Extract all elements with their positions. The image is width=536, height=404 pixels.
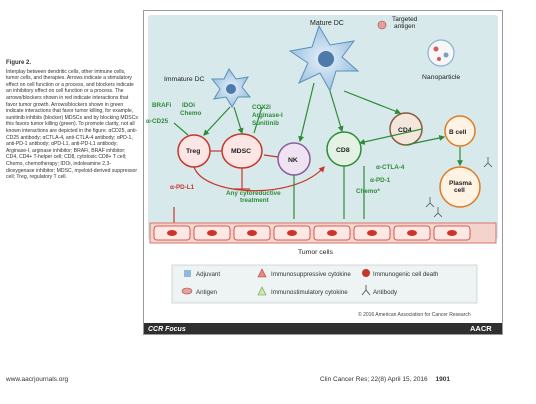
cd4-label: CD4 bbox=[398, 127, 412, 134]
green-interactions bbox=[173, 82, 463, 219]
citation-text: Clin Cancer Res; 22(8) April 15, 2016 bbox=[320, 376, 428, 383]
chemo-label: Chemo bbox=[180, 110, 201, 117]
legend-immunosuppressive: Immunosuppressive cytokine bbox=[271, 271, 351, 278]
figure-label: Figure 2. bbox=[6, 60, 32, 66]
nk-label: NK bbox=[288, 157, 298, 164]
brafi-label: BRAFi bbox=[152, 102, 171, 109]
journal-website[interactable]: www.aacrjournals.org bbox=[6, 376, 69, 383]
cd8-label: CD8 bbox=[336, 147, 350, 154]
legend-immunogenic-death: Immunogenic cell death bbox=[373, 271, 439, 278]
legend-immunosuppressive-icon bbox=[257, 268, 267, 278]
nanoparticle-label: Nanoparticle bbox=[422, 74, 460, 81]
legend-immunogenic-death-icon bbox=[362, 269, 370, 277]
a-pd1-label: α-PD-1 bbox=[370, 177, 391, 184]
legend: Adjuvant Immunosuppressive cytokine Immu… bbox=[171, 264, 478, 304]
immature-dc-label: Immature DC bbox=[164, 76, 205, 83]
tumor-cells-label: Tumor cells bbox=[298, 249, 333, 256]
chemo-star-label: Chemo* bbox=[356, 188, 380, 195]
legend-adjuvant-swatch bbox=[184, 270, 191, 277]
mature-dc bbox=[288, 24, 360, 93]
immature-dc bbox=[210, 68, 252, 108]
nanoparticle bbox=[427, 39, 455, 67]
legend-antibody-icon bbox=[361, 285, 371, 296]
legend-immunostimulatory-icon bbox=[257, 286, 267, 296]
caption-text: Interplay between dendritic cells, other… bbox=[6, 68, 138, 181]
arginase-label: Arginase-I bbox=[252, 112, 283, 119]
targeted-antigen-icon bbox=[377, 20, 387, 30]
b-cell bbox=[444, 115, 476, 147]
legend-immunostimulatory: Immunostimulatory cytokine bbox=[271, 289, 348, 296]
a-ctla4-label: α-CTLA-4 bbox=[376, 164, 405, 171]
antibody-icons bbox=[425, 157, 493, 218]
figure-footer-bar bbox=[144, 323, 502, 334]
aacr-logo: AACR bbox=[470, 324, 492, 333]
legend-antigen-icon bbox=[181, 287, 193, 295]
figure-caption: Figure 2. Interplay between dendritic ce… bbox=[6, 60, 138, 181]
legend-antigen: Antigen bbox=[196, 289, 218, 296]
a-cd25-label: α-CD25 bbox=[146, 118, 169, 125]
legend-antibody: Antibody bbox=[373, 289, 398, 296]
page-number: 1901 bbox=[435, 376, 450, 383]
red-interactions bbox=[173, 150, 325, 225]
plasma-cell bbox=[439, 166, 481, 208]
idoi-label: IDOi bbox=[182, 102, 195, 109]
copyright-text: © 2016 American Association for Cancer R… bbox=[358, 311, 471, 318]
mdsc-label: MDSC bbox=[231, 148, 251, 155]
treg-label: Treg bbox=[186, 148, 200, 155]
sunitinib-label: Sunitinib bbox=[252, 120, 279, 127]
a-pdl1-label: α-PD-L1 bbox=[170, 184, 195, 191]
tumor-cells-row bbox=[149, 222, 497, 244]
panel-background bbox=[148, 15, 498, 240]
ccr-focus-label: CCR Focus bbox=[148, 326, 186, 333]
legend-adjuvant: Adjuvant bbox=[196, 271, 220, 278]
mature-dc-label: Mature DC bbox=[310, 20, 344, 27]
b-cell-label: B cell bbox=[449, 129, 467, 136]
footer-citation: Clin Cancer Res; 22(8) April 15, 2016 19… bbox=[320, 376, 450, 383]
